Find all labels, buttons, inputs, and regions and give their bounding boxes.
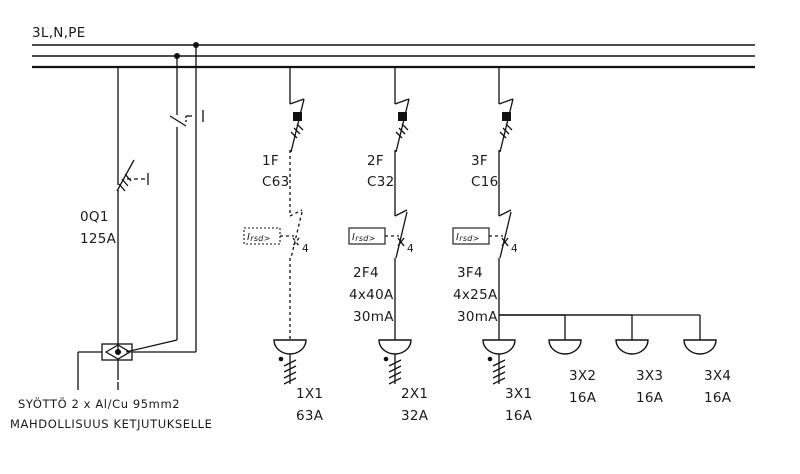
breaker-curve: C63 [262,174,290,190]
breaker [289,98,305,153]
outlet-name: 3X4 [704,368,731,384]
breaker [498,98,514,153]
supply-terminal [77,343,133,390]
socket-outlet-with-earth [378,339,412,385]
rcd-relay-sub: rsd> [250,234,270,243]
rcd-trip-relay: Irsd> [243,227,294,245]
rcd-pole-count: 4 [511,243,518,255]
breaker-curve: C16 [471,174,499,190]
outlet-rating: 16A [704,390,732,406]
rcd: Irsd> 4 [348,209,414,259]
socket-outlet [615,339,649,355]
rcd-relay-label: Irsd> [456,232,480,243]
rcd-relay-sub: rsd> [459,234,479,243]
rcd-current: 30mA [353,309,394,325]
rcd: Irsd> 4 [452,209,518,259]
rcd-relay-sub: rsd> [355,234,375,243]
outlet-name: 2X1 [401,386,428,402]
outlet-rating: 32A [401,408,429,424]
rcd-name: 3F4 [457,265,483,281]
outlet-name: 1X1 [296,386,323,402]
outlet-name: 3X1 [505,386,532,402]
breaker-curve: C32 [367,174,395,190]
rcd-trip-relay: Irsd> [348,227,399,245]
rcd-relay-label: Irsd> [247,232,271,243]
rcd-name: 2F4 [353,265,379,281]
outlet-rating: 16A [569,390,597,406]
feed-line-2: MAHDOLLISUUS KETJUTUKSELLE [10,417,213,431]
breaker-name: 3F [471,153,488,169]
bus-label: 3L,N,PE [32,25,86,41]
outlet-rating: 16A [636,390,664,406]
socket-outlet-with-earth [273,339,307,385]
breaker-name: 2F [367,153,384,169]
rcd-current: 30mA [457,309,498,325]
breaker-trip-square [502,112,511,121]
rcd-pole-count: 4 [302,243,309,255]
rcd-relay-label: Irsd> [352,232,376,243]
main-switch-name: 0Q1 [80,209,109,225]
outlet-name: 3X3 [636,368,663,384]
junction-dot [174,53,180,59]
rcd-poles: 4x25A [453,287,498,303]
outlet-rating: 63A [296,408,324,424]
outlet-name: 3X2 [569,368,596,384]
rcd-trip-relay: Irsd> [452,227,503,245]
main-switch-0q1 [116,67,149,390]
chain-feed-conductors [125,45,204,353]
socket-outlet-with-earth [482,339,516,385]
outlet-rating: 16A [505,408,533,424]
breaker [394,98,410,153]
junction-dot [193,42,199,48]
busbar [32,44,755,69]
rcd-pole-count: 4 [407,243,414,255]
rcd-relay-i: I [247,232,250,243]
breaker-trip-square [398,112,407,121]
rcd-relay-i: I [456,232,459,243]
socket-outlet [683,339,717,355]
rcd-relay-i: I [352,232,355,243]
main-switch-rating: 125A [80,231,117,247]
feed-line-1: SYÖTTÖ 2 x Al/Cu 95mm2 [18,395,180,411]
breaker-name: 1F [262,153,279,169]
rcd-poles: 4x40A [349,287,394,303]
breaker-trip-square [293,112,302,121]
rcd: Irsd> 4 [243,209,309,259]
socket-outlet [548,339,582,355]
